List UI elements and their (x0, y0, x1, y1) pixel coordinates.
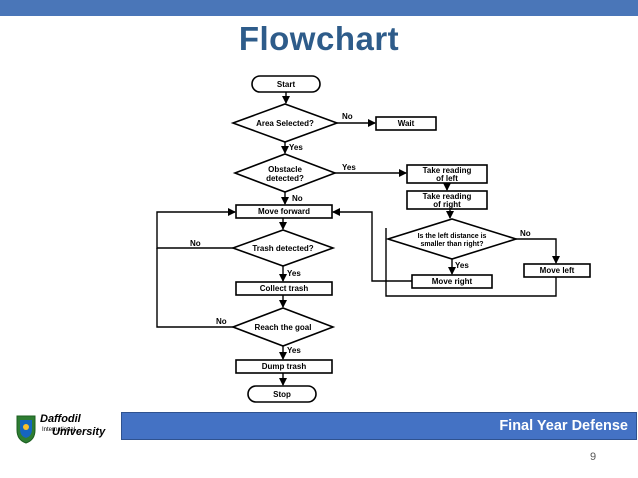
goal-no-label: No (216, 317, 227, 326)
trash-yes-label: Yes (287, 269, 301, 278)
take-right-label-2: of right (433, 200, 461, 209)
svg-text:Daffodil: Daffodil (40, 413, 82, 425)
obstacle-label-2: detected? (266, 174, 304, 183)
trash-no-label: No (190, 239, 201, 248)
left-distance-label-2: smaller than right? (420, 241, 483, 248)
move-right-label: Move right (432, 277, 473, 286)
wait-label: Wait (398, 119, 415, 128)
stop-label: Stop (273, 390, 291, 399)
stop-terminal (247, 385, 317, 403)
dump-trash-label: Dump trash (262, 362, 307, 371)
collect-trash-label: Collect trash (260, 284, 309, 293)
take-right-label-1: Take reading (423, 192, 472, 201)
slide-title: Flowchart (238, 20, 400, 57)
svg-text:International: International (42, 427, 75, 433)
move-forward-label: Move forward (258, 207, 310, 216)
page-number: 9 (590, 451, 597, 463)
take-left-label-2: of left (436, 174, 458, 183)
top-accent-bar (0, 0, 638, 16)
obstacle-yes-label: Yes (342, 163, 356, 172)
edge-moveright-forward (332, 208, 412, 282)
university-logo: Daffodil International University (16, 413, 106, 444)
left-yes-label: Yes (455, 261, 469, 270)
wait-box (375, 116, 437, 131)
edge-moveleft-forward (385, 228, 557, 297)
reach-goal-label: Reach the goal (255, 323, 312, 332)
start-label: Start (277, 80, 296, 89)
move-left-label: Move left (540, 266, 575, 275)
obstacle-label-1: Obstacle (268, 165, 302, 174)
move-left-box (523, 263, 591, 278)
take-reading-right-box (406, 190, 488, 210)
left-no-label: No (520, 229, 531, 238)
footer-bar: Final Year Defense (121, 412, 637, 440)
collect-trash-box (235, 281, 333, 296)
footer-text: Final Year Defense (499, 418, 628, 434)
take-left-label-1: Take reading (423, 166, 472, 175)
left-distance-label-1: Is the left distance is (418, 233, 487, 240)
area-no-label: No (342, 112, 353, 121)
area-selected-label: Area Selected? (256, 119, 314, 128)
obstacle-no-label: No (292, 194, 303, 203)
svg-text:University: University (52, 426, 106, 438)
goal-yes-label: Yes (287, 346, 301, 355)
dump-trash-box (235, 359, 333, 374)
trash-detected-label: Trash detected? (252, 244, 313, 253)
edge-decision-moveleft (516, 238, 560, 264)
area-yes-label: Yes (289, 143, 303, 152)
flowchart-diagram: Start Area Selected? Wait Obstacle detec… (156, 75, 591, 403)
edge-goal-no-loop (156, 248, 233, 328)
edge-trash-no-loop (156, 208, 236, 249)
